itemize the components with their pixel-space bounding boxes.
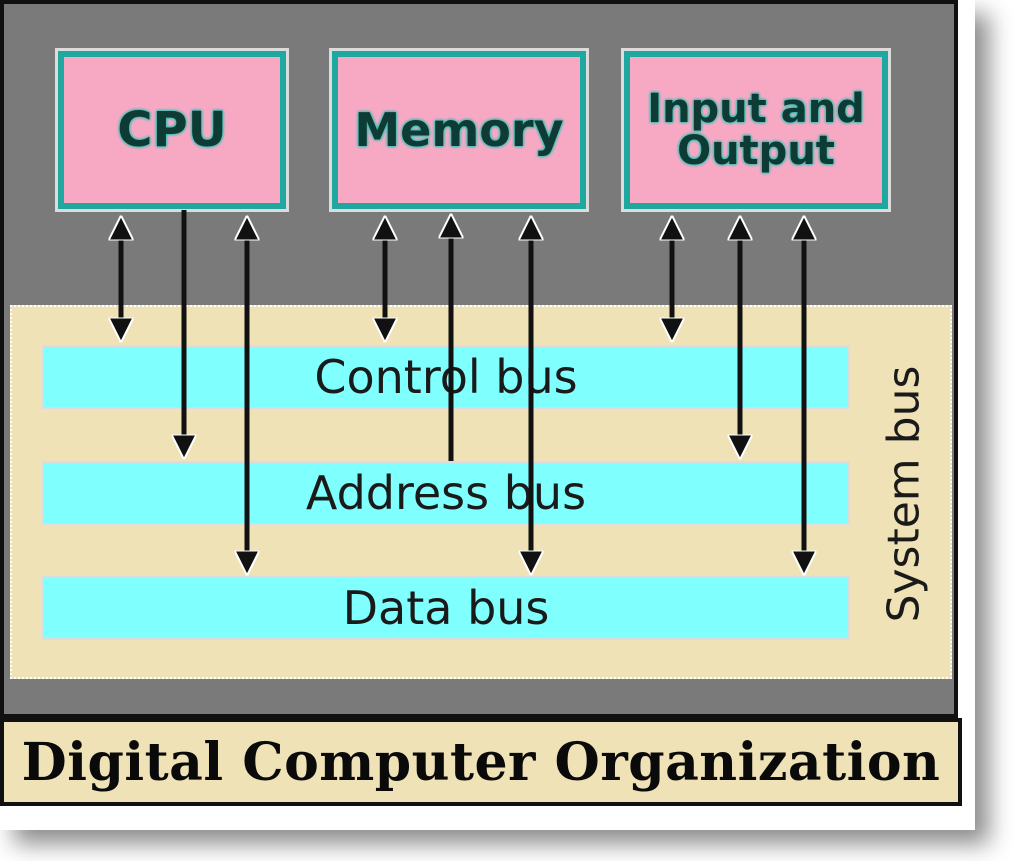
data-bus: Data bus bbox=[42, 576, 850, 640]
diagram-panel: CPU Memory Input and Output Control bus … bbox=[0, 0, 958, 718]
address-bus-label: Address bus bbox=[305, 466, 587, 520]
cpu-label: CPU bbox=[117, 101, 227, 158]
caption-title: Digital Computer Organization bbox=[21, 731, 941, 793]
io-label-line-1: Input and bbox=[647, 86, 865, 132]
control-bus: Control bus bbox=[42, 345, 850, 409]
input-output-box: Input and Output bbox=[621, 48, 891, 212]
memory-box: Memory bbox=[329, 48, 589, 212]
control-bus-label: Control bus bbox=[314, 350, 578, 404]
memory-label: Memory bbox=[354, 102, 564, 157]
data-bus-label: Data bus bbox=[342, 581, 550, 635]
system-bus-label: System bus bbox=[878, 365, 930, 623]
io-label-line-2: Output bbox=[677, 128, 835, 174]
caption-bar: Digital Computer Organization bbox=[0, 718, 962, 806]
address-bus: Address bus bbox=[42, 461, 850, 525]
io-label: Input and Output bbox=[647, 88, 865, 172]
cpu-box: CPU bbox=[55, 48, 289, 212]
